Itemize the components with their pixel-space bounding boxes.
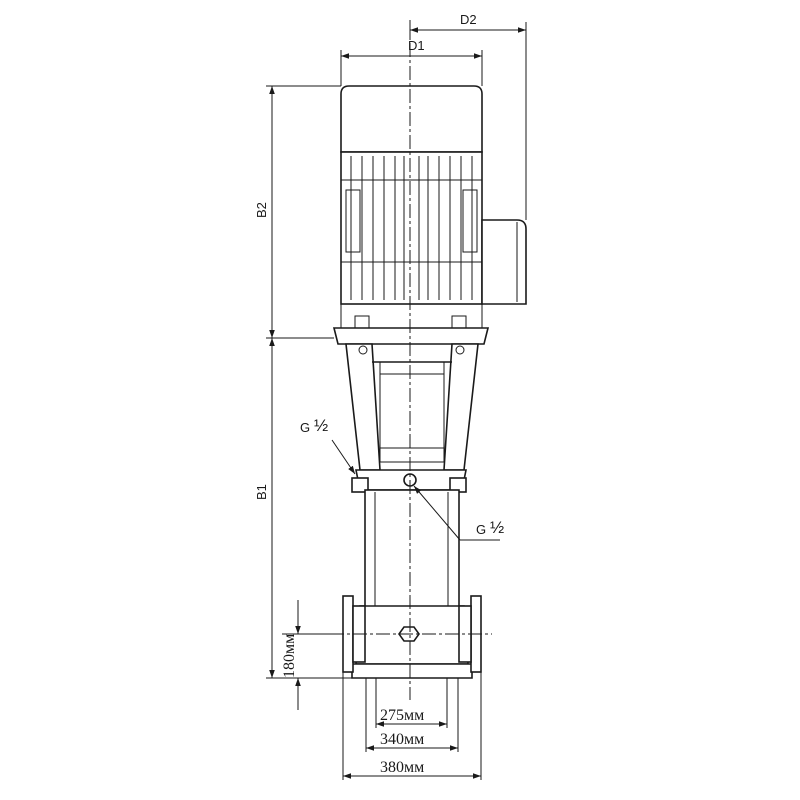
pump-head xyxy=(351,469,467,493)
motor-fan-cover xyxy=(340,85,483,153)
port-upper-fraction: ½ xyxy=(314,416,328,435)
port-upper-callout: G ½ xyxy=(300,416,356,475)
motor-fins xyxy=(341,156,482,300)
pump-base xyxy=(342,595,482,679)
port-upper-label: G xyxy=(300,420,310,435)
dimension-b1: B1 xyxy=(254,338,352,679)
dimension-b2-label: B2 xyxy=(254,202,269,218)
dimension-275-label: 275мм xyxy=(380,707,424,724)
dimension-b2: B2 xyxy=(254,85,341,339)
dimension-340: 340мм xyxy=(365,678,459,752)
coupling-housing xyxy=(345,343,479,471)
dimension-d1-label: D1 xyxy=(408,38,425,53)
dimension-d1: D1 xyxy=(340,38,483,86)
port-lower-callout: G ½ xyxy=(413,485,504,541)
dimension-275: 275мм xyxy=(375,678,448,728)
port-lower-label: G xyxy=(476,522,486,537)
motor-flange xyxy=(332,327,490,345)
port-lower-fraction: ½ xyxy=(490,518,504,537)
dimension-380-label: 380мм xyxy=(380,759,424,776)
dimension-d2: D2 xyxy=(409,12,527,220)
dimension-d2-label: D2 xyxy=(460,12,477,27)
dimension-380: 380мм xyxy=(342,672,482,780)
centerlines xyxy=(330,20,492,700)
dimension-inlet-height-label: 180мм xyxy=(281,634,298,678)
dimension-b1-label: B1 xyxy=(254,484,269,500)
motor-terminal-box xyxy=(481,219,527,305)
motor-body xyxy=(340,151,483,305)
pump-barrel xyxy=(364,489,460,615)
dimension-inlet-height: 180мм xyxy=(281,600,330,710)
motor xyxy=(332,85,527,345)
dimension-340-label: 340мм xyxy=(380,731,424,748)
